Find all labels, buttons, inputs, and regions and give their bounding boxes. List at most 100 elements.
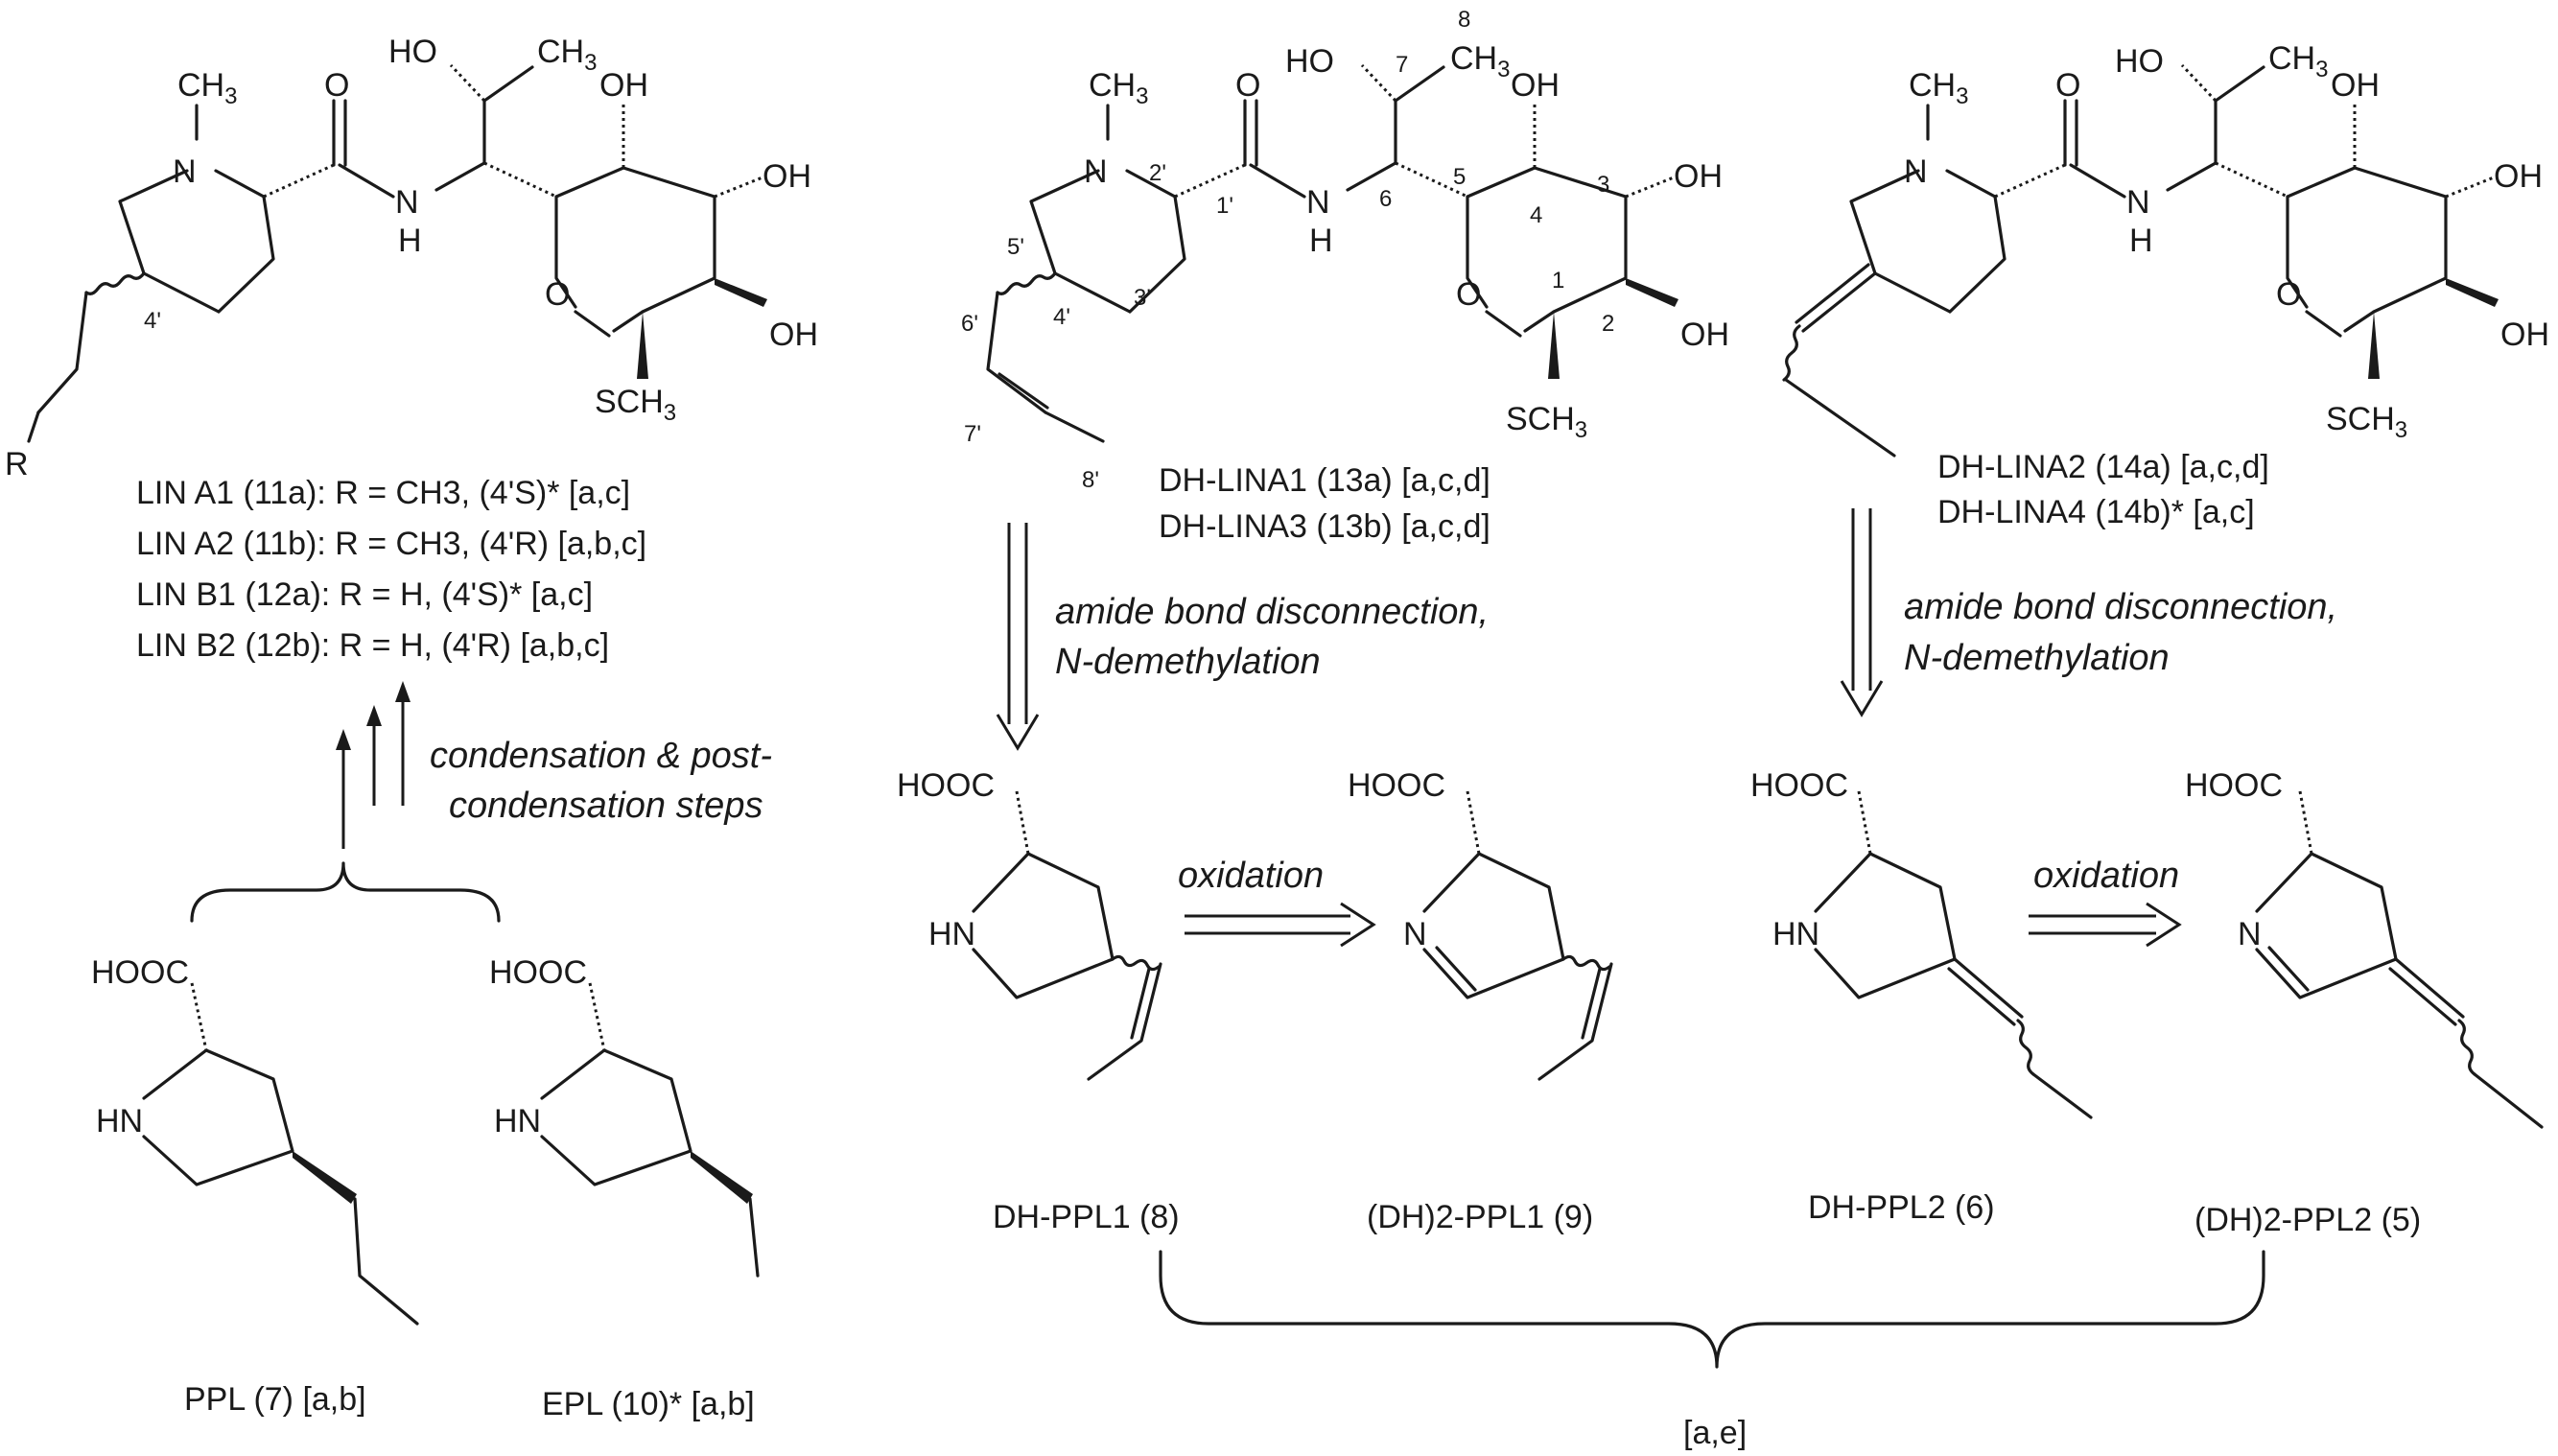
bottom-brace: [a,e] bbox=[1159, 1250, 2265, 1451]
atom-n-amide: N bbox=[1306, 184, 1330, 221]
atom-hn-dh-ppl2: HN bbox=[1772, 916, 1819, 952]
oxidation-arrow-2: oxidation bbox=[2029, 856, 2182, 948]
atom-oh-c2: OH bbox=[2500, 317, 2549, 353]
atom-hooc-epl: HOOC bbox=[489, 954, 587, 991]
atom-oh-c4: OH bbox=[2331, 67, 2380, 104]
subscript-3: 3 bbox=[584, 50, 597, 76]
step-condensation-2: condensation steps bbox=[449, 786, 763, 826]
atom-hn-ppl: HN bbox=[96, 1103, 143, 1139]
step-condensation-1: condensation & post- bbox=[430, 736, 772, 776]
bottom-references: [a,e] bbox=[1683, 1415, 1747, 1451]
locant-6: 6 bbox=[1379, 186, 1392, 212]
atom-oh-c2: OH bbox=[1680, 317, 1729, 353]
atom-o-carbonyl: O bbox=[324, 67, 349, 104]
locant-2prime: 2' bbox=[1149, 160, 1166, 186]
subscript-3: 3 bbox=[1575, 417, 1587, 443]
subscript-3: 3 bbox=[2395, 417, 2407, 443]
sch3-text: SCH bbox=[1506, 401, 1575, 437]
locant-5prime: 5' bbox=[1007, 234, 1024, 260]
ch3-text: CH bbox=[2268, 40, 2315, 77]
atom-oh-c3: OH bbox=[1674, 158, 1723, 195]
retro-arrow-right: amide bond disconnection, N-demethylatio… bbox=[1840, 508, 2337, 717]
lincosamide-labels-left: LIN A1 (11a): R = CH3, (4'S)* [a,c] LIN … bbox=[136, 475, 646, 664]
atom-hn-epl: HN bbox=[494, 1103, 541, 1139]
atom-o-carbonyl: O bbox=[1235, 67, 1260, 104]
atom-o-ring: O bbox=[1456, 276, 1481, 313]
subscript-3: 3 bbox=[664, 400, 676, 426]
locant-1: 1 bbox=[1552, 268, 1564, 294]
atom-n-dh2-ppl2: N bbox=[2238, 916, 2262, 952]
sch3-text: SCH bbox=[595, 384, 664, 420]
atom-o-carbonyl: O bbox=[2055, 67, 2080, 104]
ch3-text: CH bbox=[1909, 67, 1956, 104]
atom-sch3: SCH3 bbox=[1506, 401, 1587, 443]
atom-ho-c7: HO bbox=[388, 34, 437, 70]
atom-hn-dh-ppl1: HN bbox=[928, 916, 975, 952]
locant-5: 5 bbox=[1453, 164, 1466, 190]
ch3-text: CH bbox=[177, 67, 224, 104]
atom-ho-c7: HO bbox=[1285, 43, 1334, 80]
locant-4: 4 bbox=[1530, 202, 1542, 228]
atom-n: N bbox=[173, 153, 197, 190]
atom-h-amide: H bbox=[398, 223, 422, 259]
lincosamide-structure-left: N CH3 O N H HO CH3 OH OH OH O SCH3 4' R bbox=[5, 34, 818, 482]
subscript-3: 3 bbox=[1956, 83, 1968, 109]
epl-structure: HOOC HN EPL (10)* [a,b] bbox=[489, 954, 760, 1422]
atom-ch3: CH3 bbox=[1909, 67, 1968, 109]
atom-n-amide: N bbox=[395, 184, 419, 221]
label-lin-b2: LIN B2 (12b): R = H, (4'R) [a,b,c] bbox=[136, 627, 609, 664]
ch3-text: CH bbox=[537, 34, 584, 70]
dh-ppl1-structure: HOOC HN DH-PPL1 (8) bbox=[897, 767, 1180, 1235]
locant-2: 2 bbox=[1602, 311, 1614, 337]
label-lin-a2: LIN A2 (11b): R = CH3, (4'R) [a,b,c] bbox=[136, 526, 646, 562]
atom-sch3: SCH3 bbox=[2326, 401, 2407, 443]
label-dh-lina1: DH-LINA1 (13a) [a,c,d] bbox=[1159, 462, 1490, 499]
label-dh2-ppl1: (DH)2-PPL1 (9) bbox=[1367, 1199, 1593, 1235]
condensation-arrows: condensation & post- condensation steps bbox=[190, 681, 772, 923]
atom-oh-c4: OH bbox=[1511, 67, 1560, 104]
oxidation-arrow-1: oxidation bbox=[1178, 856, 1376, 948]
locant-3: 3 bbox=[1597, 172, 1609, 198]
label-dh-ppl1: DH-PPL1 (8) bbox=[993, 1199, 1180, 1235]
step-disconnection-4: N-demethylation bbox=[1904, 638, 2170, 678]
step-disconnection-2: N-demethylation bbox=[1055, 642, 1321, 682]
dh2-ppl2-structure: HOOC N (DH)2-PPL2 (5) bbox=[2185, 767, 2544, 1238]
atom-ch3: CH3 bbox=[177, 67, 237, 109]
lincosamide-structure-right: N CH3 O N H HO CH3 OH OH OH O SCH3 DH-LI… bbox=[1782, 40, 2549, 530]
atom-hooc-dh2-ppl2: HOOC bbox=[2185, 767, 2283, 804]
atom-oh-c2: OH bbox=[769, 317, 818, 353]
locant-3prime: 3' bbox=[1134, 285, 1151, 311]
atom-sch3: SCH3 bbox=[595, 384, 676, 426]
locant-4prime: 4' bbox=[1053, 304, 1070, 330]
ch3-text: CH bbox=[1450, 40, 1497, 77]
atom-hooc-dh-ppl2: HOOC bbox=[1750, 767, 1848, 804]
label-dh-lina2: DH-LINA2 (14a) [a,c,d] bbox=[1937, 449, 2269, 485]
locant-1prime: 1' bbox=[1216, 193, 1233, 219]
atom-ho-c7: HO bbox=[2115, 43, 2164, 80]
locant-8: 8 bbox=[1458, 7, 1470, 33]
atom-n-amide: N bbox=[2126, 184, 2150, 221]
label-lin-b1: LIN B1 (12a): R = H, (4'S)* [a,c] bbox=[136, 576, 593, 613]
atom-oh-c3: OH bbox=[763, 158, 811, 195]
retro-arrow-middle: amide bond disconnection, N-demethylatio… bbox=[996, 523, 1489, 751]
atom-ch3-c8: CH3 bbox=[1450, 40, 1510, 82]
label-lin-a1: LIN A1 (11a): R = CH3, (4'S)* [a,c] bbox=[136, 475, 630, 511]
atom-n: N bbox=[1084, 153, 1108, 190]
atom-ch3: CH3 bbox=[1089, 67, 1148, 109]
atom-r: R bbox=[5, 446, 29, 482]
step-oxidation-1: oxidation bbox=[1178, 856, 1324, 896]
step-disconnection-3: amide bond disconnection, bbox=[1904, 587, 2337, 627]
locant-4prime: 4' bbox=[144, 308, 161, 334]
locant-8prime: 8' bbox=[1082, 467, 1099, 493]
dh2-ppl1-structure: HOOC N (DH)2-PPL1 (9) bbox=[1348, 767, 1613, 1235]
ch3-text: CH bbox=[1089, 67, 1136, 104]
label-dh-lina4: DH-LINA4 (14b)* [a,c] bbox=[1937, 494, 2255, 530]
subscript-3: 3 bbox=[1136, 83, 1148, 109]
locant-7: 7 bbox=[1396, 52, 1408, 78]
atom-n: N bbox=[1904, 153, 1928, 190]
atom-oh-c4: OH bbox=[599, 67, 648, 104]
atom-hooc-dh2-ppl1: HOOC bbox=[1348, 767, 1445, 804]
atom-o-ring: O bbox=[2276, 276, 2301, 313]
atom-h-amide: H bbox=[2129, 223, 2153, 259]
